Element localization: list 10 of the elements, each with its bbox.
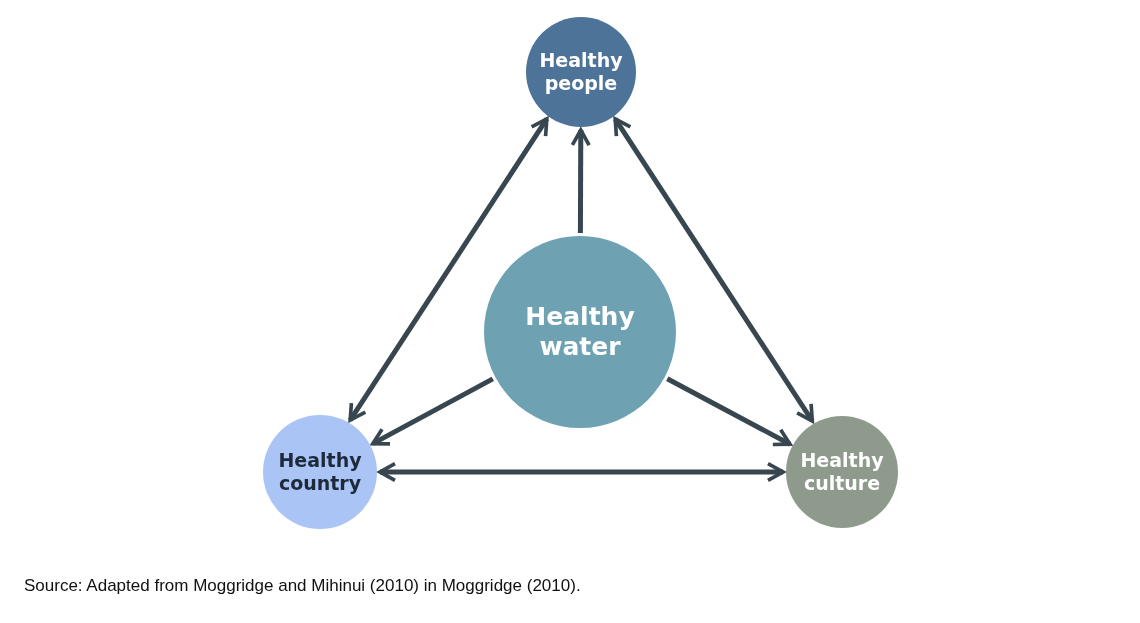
node-label: Healthy people: [538, 49, 624, 95]
arrow: [370, 376, 494, 446]
arrow: [348, 117, 549, 423]
arrow: [378, 461, 785, 483]
arrow: [570, 128, 591, 233]
arrow: [666, 376, 792, 447]
node-label: Healthy culture: [799, 449, 885, 495]
node-label: Healthy water: [524, 302, 636, 362]
node-label: Healthy country: [277, 449, 363, 495]
source-caption: Source: Adapted from Moggridge and Mihinui (2010) in Moggridge (2010).: [24, 576, 581, 596]
